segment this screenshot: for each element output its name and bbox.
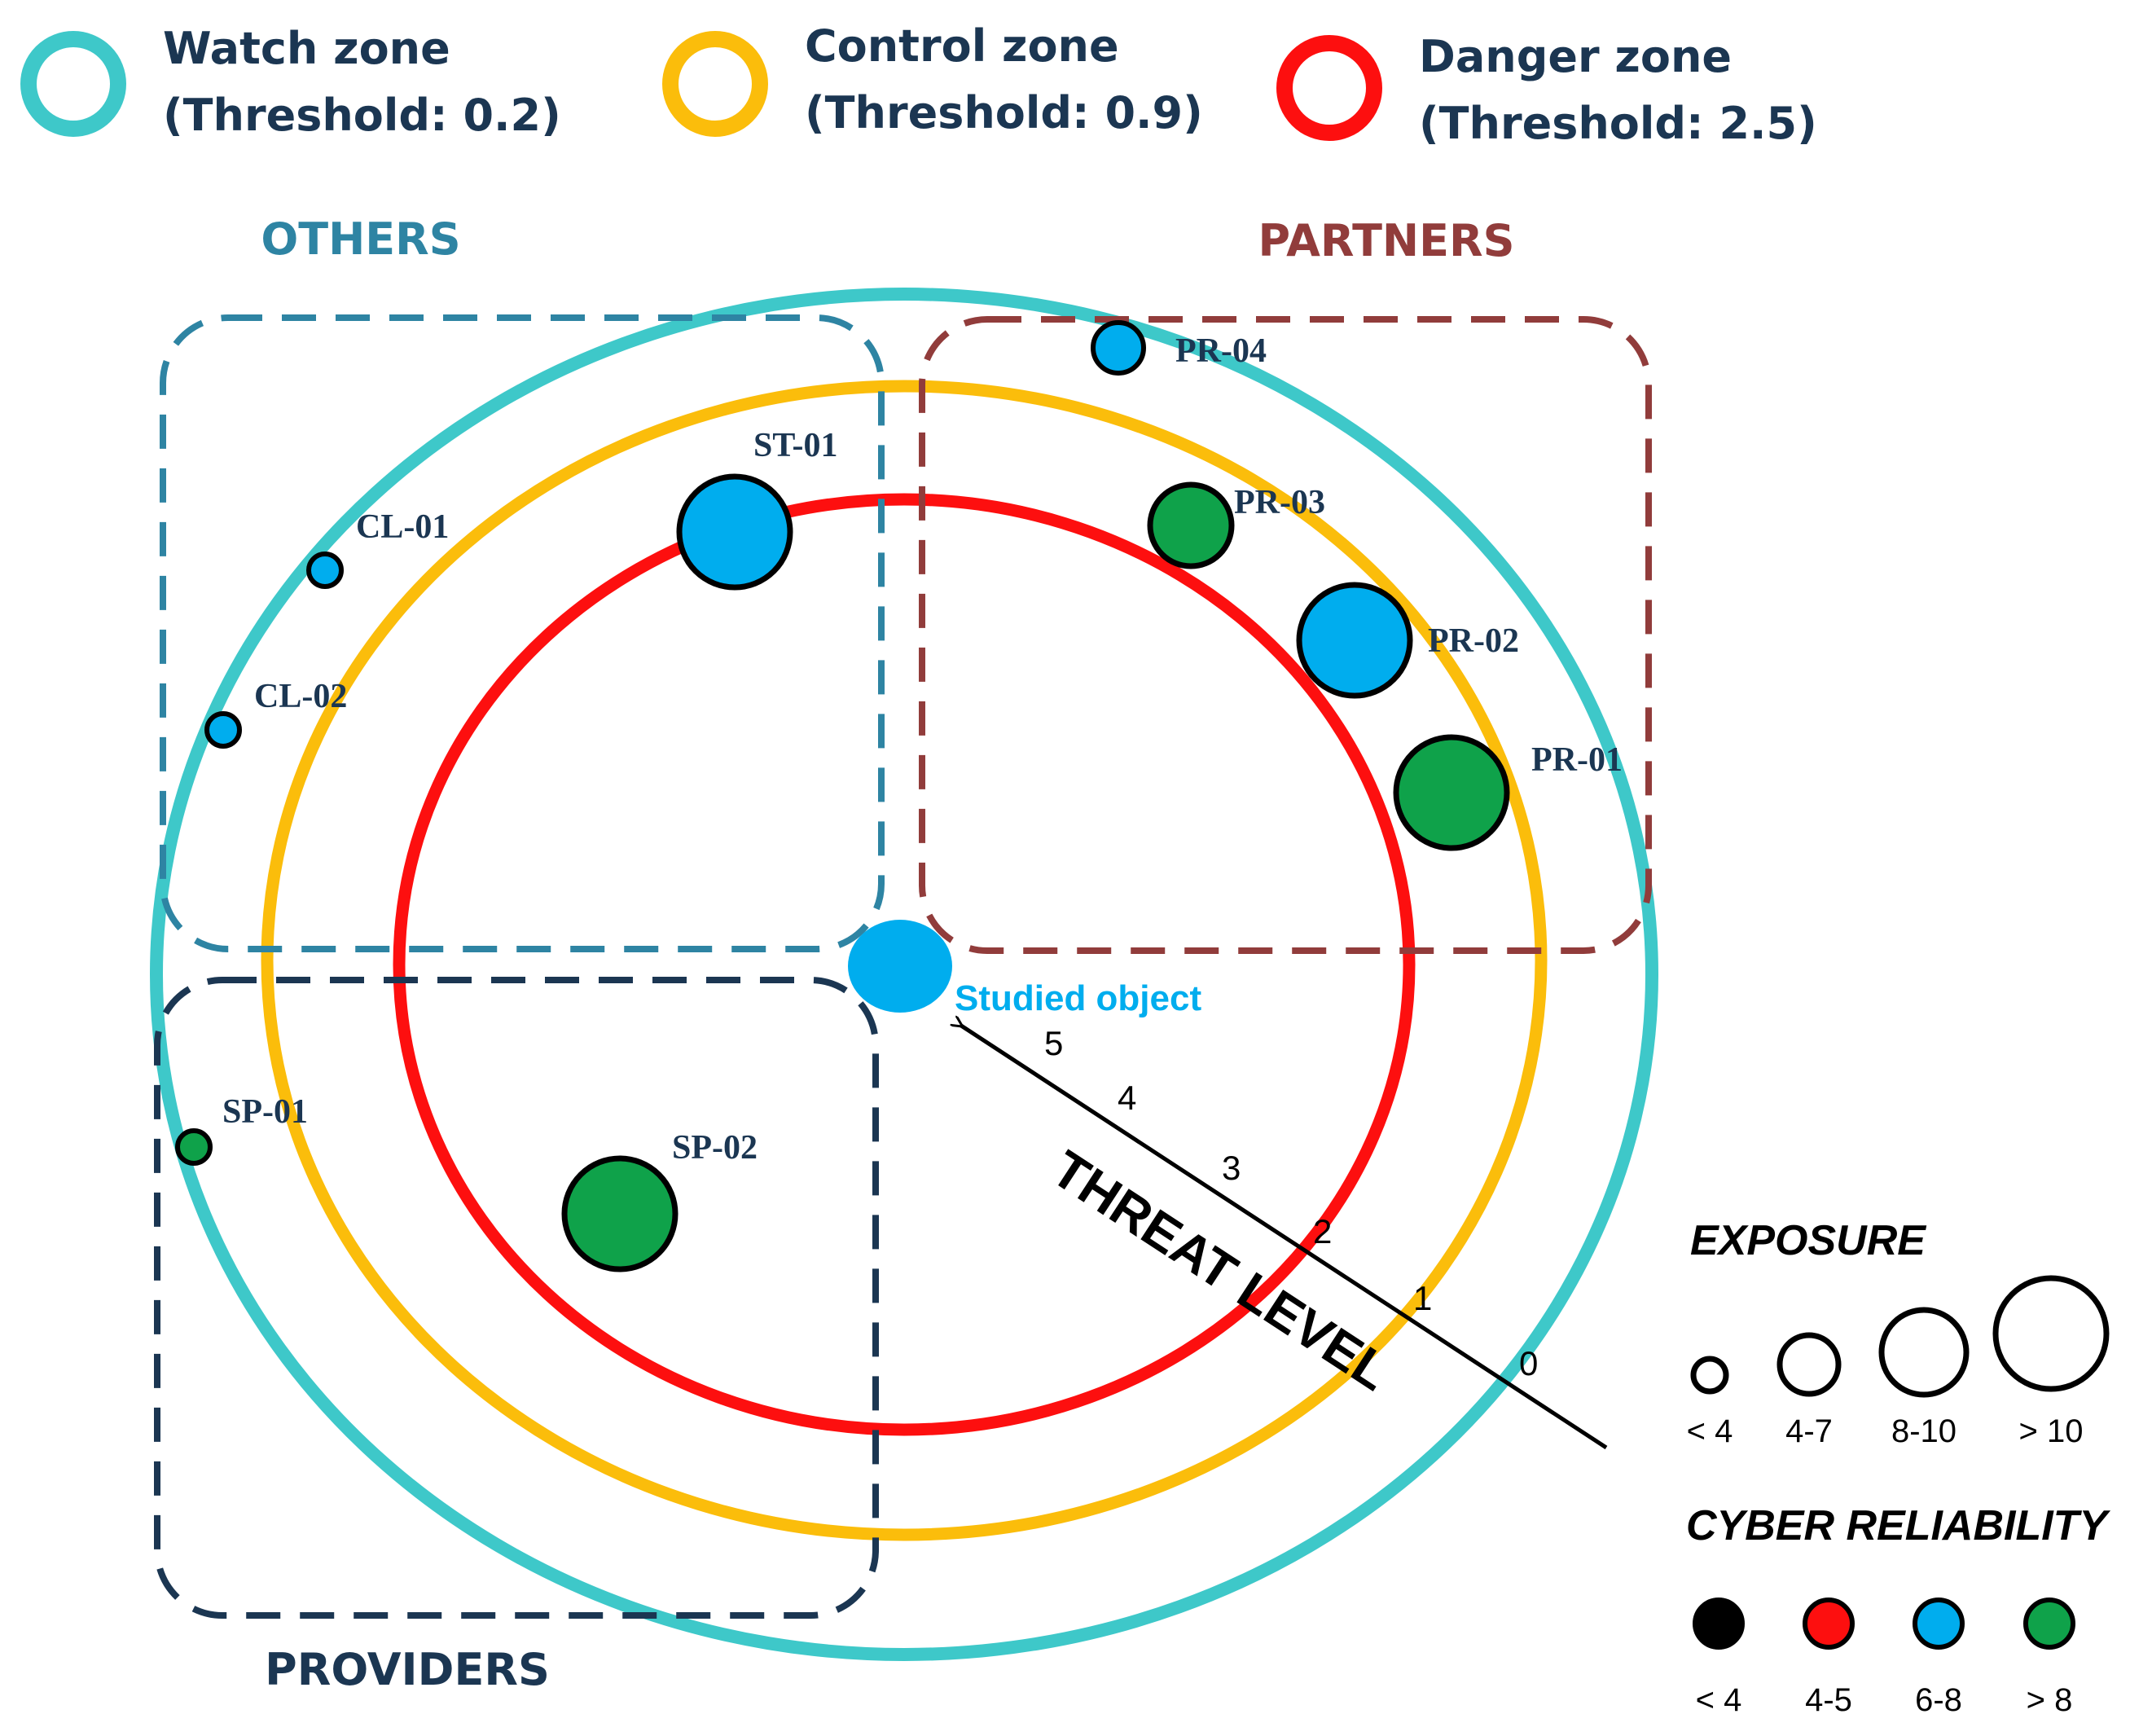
studied-object-node[interactable] — [848, 920, 952, 1013]
danger-zone-threshold: (Threshold: 2.5) — [1419, 98, 1817, 149]
node-st-01[interactable]: ST-01 — [676, 427, 838, 591]
node-st-01-marker — [676, 473, 793, 591]
node-sp-01-marker — [175, 1128, 213, 1166]
watch-zone-legend: Watch zone (Threshold: 0.2) — [20, 23, 561, 141]
control-zone-legend: Control zone (Threshold: 0.9) — [662, 20, 1203, 138]
exposure-size-8-10 — [1878, 1307, 1970, 1398]
node-pr-03-label: PR-03 — [1234, 484, 1325, 521]
node-pr-04[interactable]: PR-04 — [1091, 320, 1267, 376]
threat-level-0: 0 — [1519, 1344, 1538, 1382]
exposure-title: EXPOSURE — [1690, 1217, 1926, 1264]
cyber-reliability-title: CYBER RELIABILITY — [1686, 1502, 2110, 1549]
node-st-01-label: ST-01 — [753, 427, 838, 464]
node-pr-02-label: PR-02 — [1428, 622, 1519, 660]
node-sp-01[interactable]: SP-01 — [175, 1093, 308, 1166]
danger-zone-legend: Danger zone (Threshold: 2.5) — [1276, 31, 1817, 149]
control-zone-swatch — [662, 31, 768, 137]
node-pr-03-marker — [1147, 481, 1235, 569]
watch-zone-threshold: (Threshold: 0.2) — [163, 90, 561, 141]
others-group-box — [160, 314, 885, 952]
node-pr-01[interactable]: PR-01 — [1393, 734, 1623, 851]
node-cl-01[interactable]: CL-01 — [306, 508, 449, 589]
danger-zone-swatch — [1276, 35, 1382, 141]
node-sp-02-marker — [561, 1155, 679, 1272]
node-sp-02-label: SP-02 — [672, 1129, 758, 1167]
node-cl-02[interactable]: CL-02 — [204, 678, 347, 749]
node-pr-01-marker — [1393, 734, 1510, 851]
reliability-label-gt8: > 8 — [2027, 1682, 2073, 1718]
reliability-label-6-8: 6-8 — [1915, 1682, 1962, 1718]
node-cl-02-label: CL-02 — [254, 678, 347, 715]
threat-level-1: 1 — [1413, 1279, 1432, 1317]
threat-level-3: 3 — [1222, 1149, 1241, 1187]
threat-level-5: 5 — [1044, 1024, 1063, 1062]
reliability-swatch-lt4 — [1693, 1598, 1745, 1650]
node-cl-01-marker — [306, 552, 344, 589]
node-pr-01-label: PR-01 — [1531, 741, 1623, 779]
zone-legend: Watch zone (Threshold: 0.2) Control zone… — [20, 20, 1817, 149]
others-group-label: OTHERS — [261, 213, 460, 265]
watch-zone-ring — [150, 288, 1658, 1661]
threat-level-4: 4 — [1118, 1079, 1136, 1117]
threat-level-arrow — [961, 1026, 1608, 1450]
reliability-swatch-6-8 — [1913, 1598, 1965, 1650]
watch-zone-swatch — [20, 31, 126, 137]
exposure-size-lt4 — [1690, 1356, 1729, 1395]
node-pr-02-marker — [1296, 582, 1413, 699]
control-zone-threshold: (Threshold: 0.9) — [805, 87, 1203, 138]
reliability-label-4-5: 4-5 — [1805, 1682, 1852, 1718]
node-pr-03[interactable]: PR-03 — [1147, 481, 1325, 569]
node-pr-04-label: PR-04 — [1175, 332, 1267, 370]
partners-group-box — [919, 316, 1652, 954]
node-pr-04-marker — [1091, 320, 1146, 376]
danger-zone-ring — [393, 493, 1416, 1436]
danger-zone-title: Danger zone — [1419, 31, 1732, 82]
control-zone-title: Control zone — [805, 20, 1119, 72]
control-zone-ring — [261, 380, 1548, 1541]
providers-group-box — [154, 977, 879, 1619]
partners-group-label: PARTNERS — [1258, 215, 1515, 266]
exposure-size-4-7 — [1776, 1332, 1842, 1397]
node-sp-01-label: SP-01 — [222, 1093, 308, 1131]
exposure-label-lt4: < 4 — [1687, 1413, 1733, 1449]
cyber-reliability-legend: CYBER RELIABILITY < 4 4-5 6-8 > 8 — [1686, 1502, 2110, 1718]
reliability-label-lt4: < 4 — [1696, 1682, 1742, 1718]
watch-zone-title: Watch zone — [163, 23, 450, 74]
reliability-swatch-gt8 — [2023, 1598, 2075, 1650]
node-cl-01-label: CL-01 — [356, 508, 449, 546]
exposure-label-gt10: > 10 — [2019, 1413, 2084, 1449]
providers-group-label: PROVIDERS — [265, 1644, 550, 1695]
exposure-size-gt10 — [1992, 1275, 2110, 1392]
node-pr-02[interactable]: PR-02 — [1296, 582, 1519, 699]
studied-object-label: Studied object — [955, 978, 1201, 1018]
threat-level-2: 2 — [1313, 1212, 1332, 1250]
node-sp-02[interactable]: SP-02 — [561, 1129, 758, 1272]
exposure-legend: EXPOSURE < 4 4-7 8-10 > 10 — [1687, 1217, 2110, 1449]
exposure-label-8-10: 8-10 — [1891, 1413, 1957, 1449]
node-cl-02-marker — [204, 711, 242, 749]
reliability-swatch-4-5 — [1803, 1598, 1855, 1650]
exposure-label-4-7: 4-7 — [1785, 1413, 1833, 1449]
